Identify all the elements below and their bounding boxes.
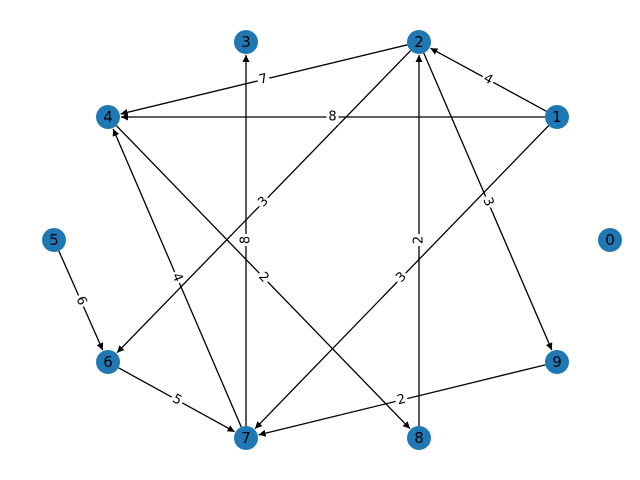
edge-weight-background [326,109,339,125]
edge-weight-text: 8 [239,236,254,244]
edge-weight-text: 2 [412,236,427,244]
edge-weight-background [253,192,274,212]
edge-weight-background [255,70,272,89]
edge-weight-1-to-4: 8 [326,109,339,125]
node-label: 9 [552,353,562,371]
edge-weight-background [391,267,412,288]
edge-weight-background [167,268,187,287]
edge-weight-1-to-7: 3 [391,267,412,288]
edge-weight-background [478,69,498,90]
node-label: 0 [605,231,615,249]
node-circle [96,350,120,374]
edge-weight-text: 2 [396,392,408,409]
edge-weight-background [238,234,254,246]
node-circle [407,30,431,54]
node-circle [545,105,569,129]
edges-layer [58,44,553,437]
edge-weight-5-to-6: 6 [71,292,91,310]
node-circle [234,30,258,54]
edge-weight-8-to-2: 2 [411,234,427,246]
node-label: 3 [241,33,251,51]
node-label: 2 [414,33,424,51]
node-3: 3 [234,30,258,54]
node-label: 1 [552,108,562,126]
edge-weight-7-to-3: 8 [238,234,254,246]
node-circle [96,105,120,129]
edge-weight-text: 8 [328,110,336,125]
node-4: 4 [96,105,120,129]
node-label: 5 [49,231,59,249]
edge-weight-background [478,193,498,211]
node-2: 2 [407,30,431,54]
edge-weight-text: 7 [258,71,270,88]
edge-weight-7-to-4: 4 [167,268,187,287]
node-circle [598,228,622,252]
node-8: 8 [407,426,431,450]
node-circle [234,426,258,450]
edge-weight-2-to-6: 3 [253,192,274,212]
node-circle [42,228,66,252]
edge-weight-2-to-4: 7 [255,70,272,89]
edge-weight-background [393,390,410,410]
node-0: 0 [598,228,622,252]
edge-weight-background [411,234,427,246]
node-5: 5 [42,228,66,252]
edge-weight-background [167,390,187,410]
edge-weight-2-to-9: 3 [478,193,498,211]
node-circle [545,350,569,374]
node-circle [407,426,431,450]
node-label: 6 [103,353,113,371]
edge-weight-6-to-7: 5 [167,390,187,410]
nodes-layer: 0 1 2 3 4 5 6 7 8 9 [42,30,622,450]
node-6: 6 [96,350,120,374]
edge-weight-9-to-7: 2 [393,390,410,410]
node-label: 4 [103,108,113,126]
edge-weight-1-to-2: 4 [478,69,498,90]
node-7: 7 [234,426,258,450]
node-label: 7 [241,429,251,447]
edge-weight-background [71,292,91,310]
node-label: 8 [414,429,424,447]
edge-labels-layer: 4 8 3 7 3 3 2 6 5 8 4 2 2 [71,69,498,410]
edge-weight-4-to-8: 2 [253,267,274,288]
edge-weight-background [253,267,274,288]
node-1: 1 [545,105,569,129]
node-9: 9 [545,350,569,374]
